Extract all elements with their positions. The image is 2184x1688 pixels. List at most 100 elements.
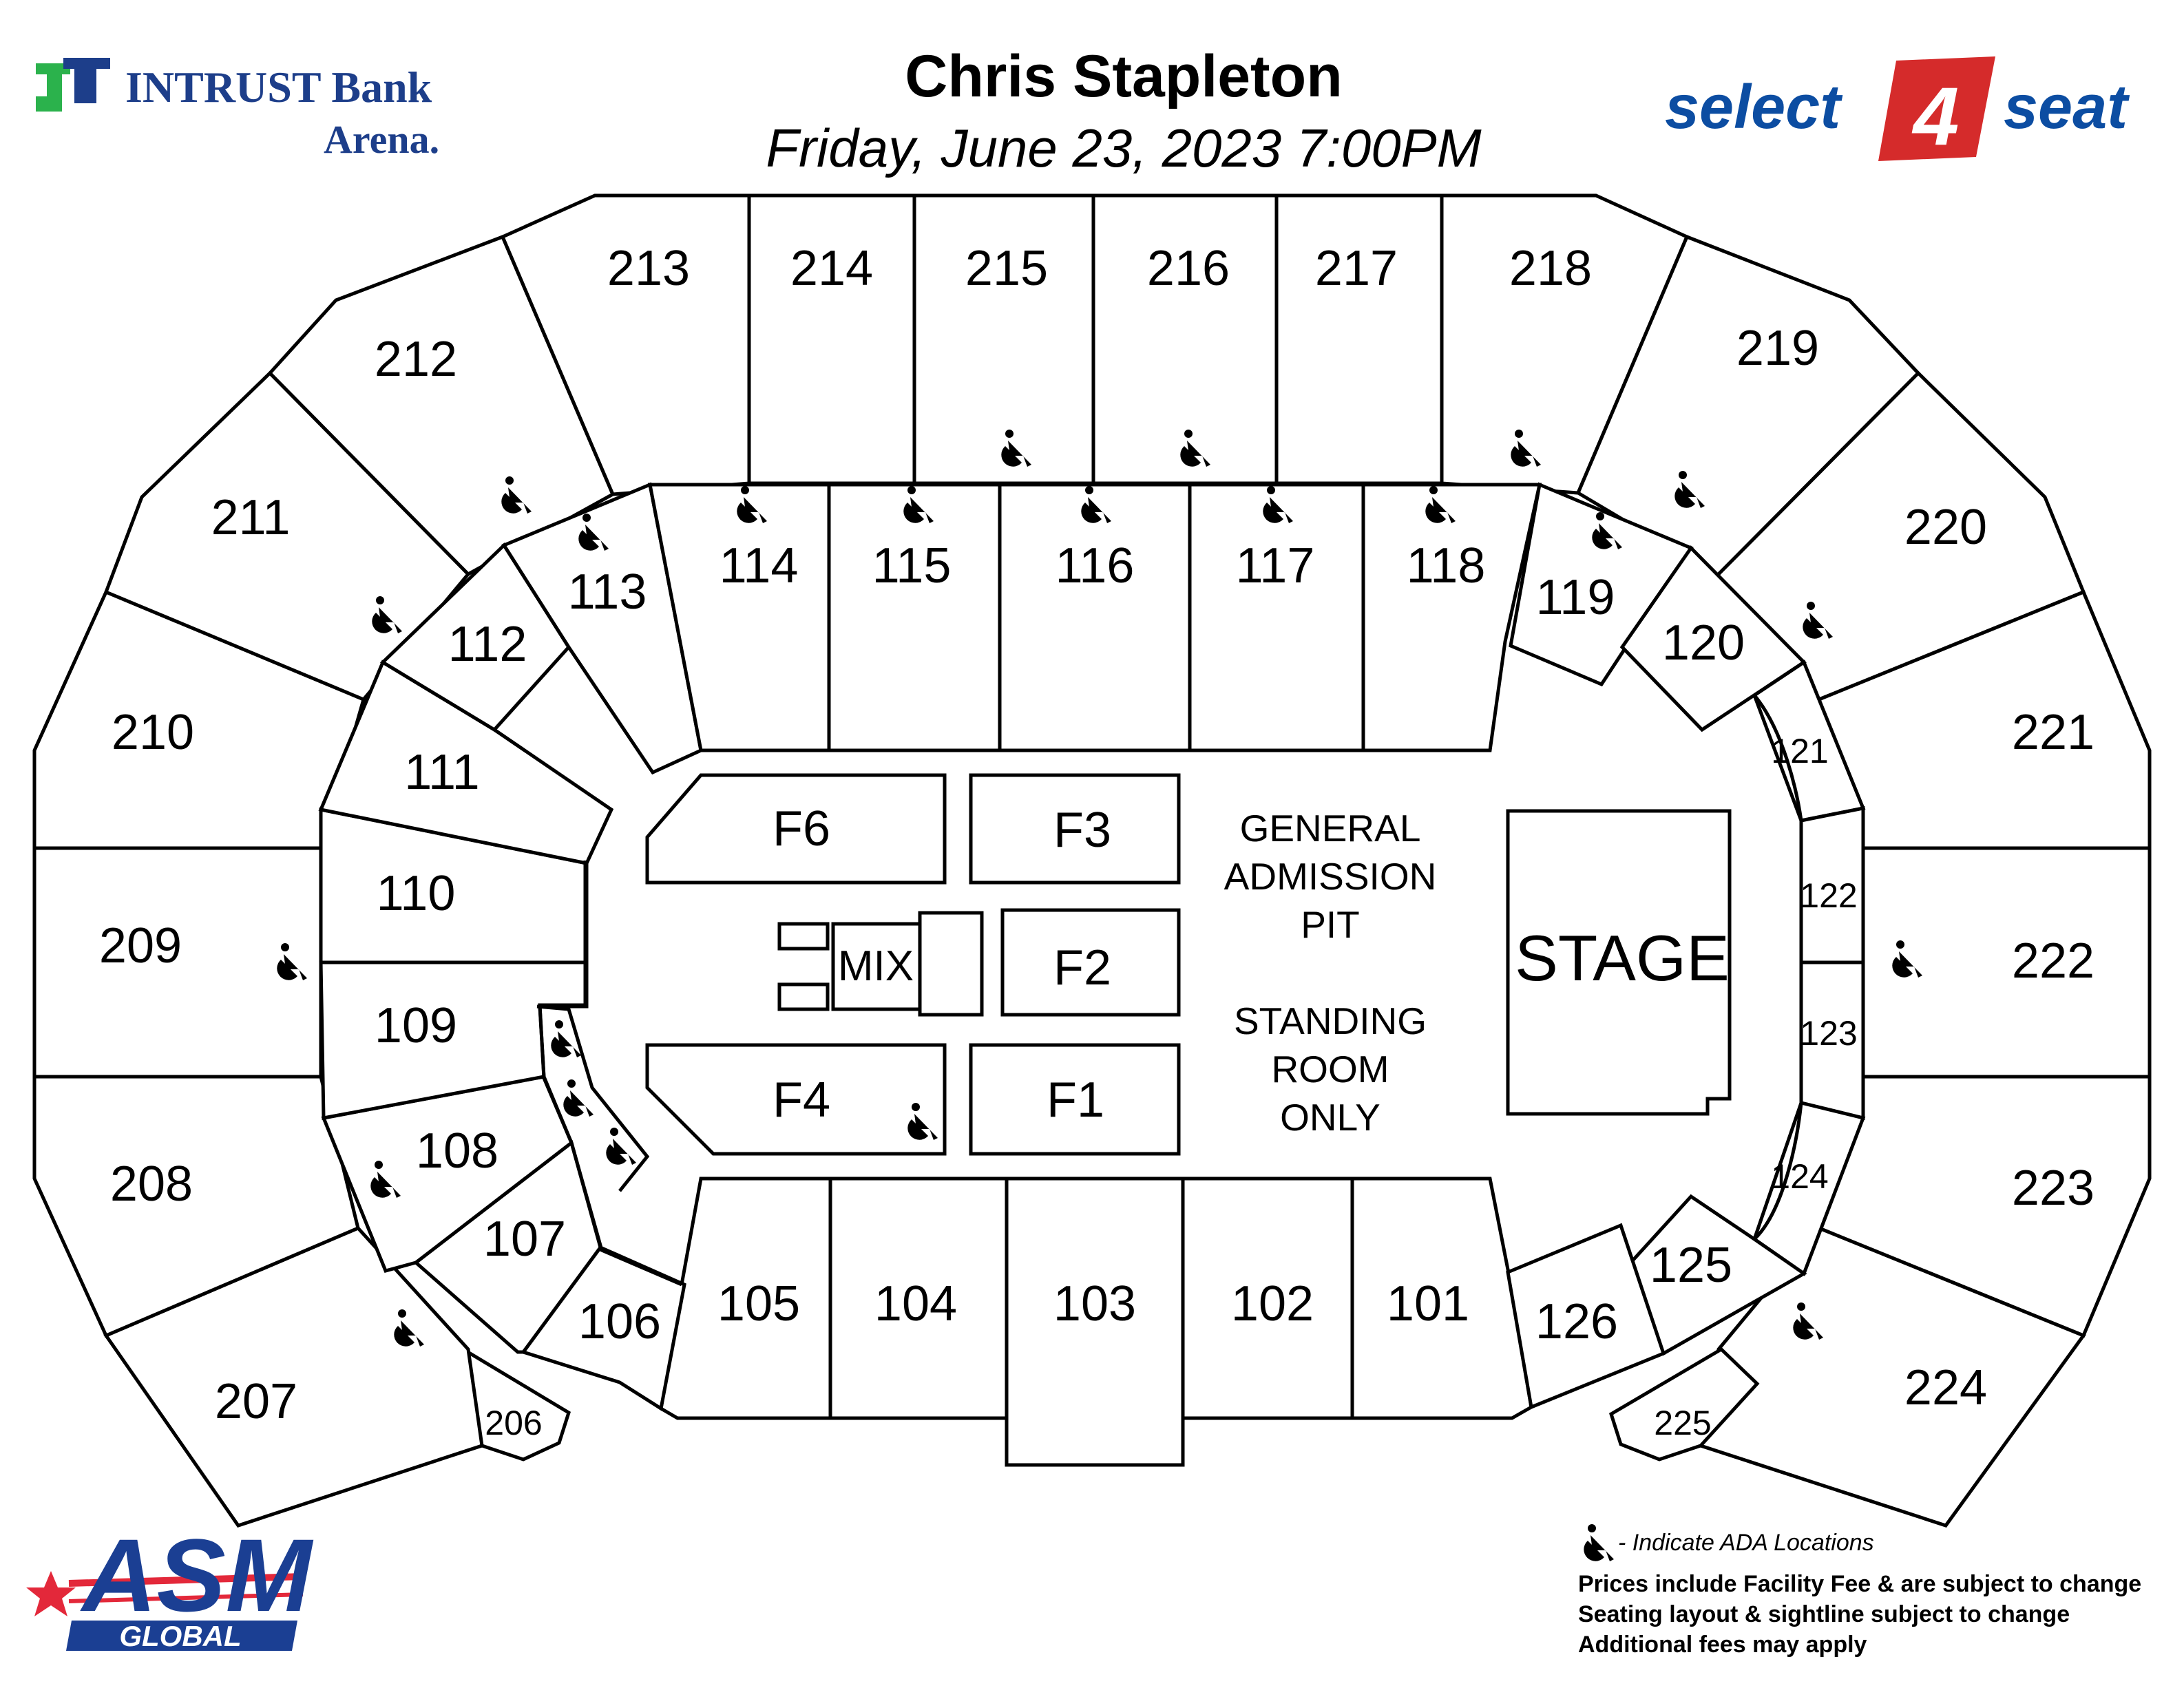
event-title: Chris Stapleton bbox=[905, 43, 1343, 109]
sro-line2: ROOM bbox=[1271, 1048, 1389, 1090]
section-105-label: 105 bbox=[717, 1276, 800, 1331]
section-112-label: 112 bbox=[448, 617, 527, 672]
section-222-label: 222 bbox=[2012, 933, 2094, 989]
section-210-label: 210 bbox=[112, 705, 194, 760]
upper-level bbox=[32, 193, 2152, 1528]
section-F1[interactable] bbox=[969, 1043, 1181, 1156]
section-125-label: 125 bbox=[1650, 1238, 1732, 1293]
operator-logo-top: ASM bbox=[79, 1517, 313, 1633]
section-224[interactable] bbox=[1699, 1225, 2086, 1528]
section-120[interactable] bbox=[1619, 545, 1807, 732]
section-213-label: 213 bbox=[607, 241, 690, 296]
legend: - Indicate ADA Locations Prices include … bbox=[1578, 1524, 2141, 1658]
section-118[interactable] bbox=[1361, 483, 1542, 752]
section-F6[interactable] bbox=[645, 773, 947, 885]
section-120-label: 120 bbox=[1662, 615, 1745, 671]
section-114-label: 114 bbox=[720, 538, 799, 593]
section-122-label: 122 bbox=[1800, 876, 1857, 915]
section-115[interactable] bbox=[827, 483, 1002, 752]
section-223-label: 223 bbox=[2012, 1161, 2094, 1216]
section-102-label: 102 bbox=[1231, 1276, 1314, 1331]
wheelchair-icon bbox=[1584, 1524, 1614, 1561]
section-221-label: 221 bbox=[2012, 705, 2094, 760]
section-214[interactable] bbox=[747, 193, 916, 485]
operator-logo: ASM GLOBAL bbox=[26, 1517, 314, 1652]
ticketing-logo-right: seat bbox=[2004, 73, 2130, 142]
section-108-label: 108 bbox=[416, 1123, 498, 1179]
ga-line1: GENERAL bbox=[1240, 807, 1421, 850]
note-prices: Prices include Facility Fee & are subjec… bbox=[1578, 1571, 2141, 1597]
section-113[interactable] bbox=[501, 482, 703, 775]
section-F2[interactable] bbox=[1000, 908, 1181, 1017]
section-126[interactable] bbox=[1506, 1223, 1666, 1410]
section-217-label: 217 bbox=[1315, 241, 1398, 296]
section-117-label: 117 bbox=[1236, 538, 1315, 593]
floor-outline bbox=[536, 694, 1803, 1287]
section-215-label: 215 bbox=[965, 241, 1048, 296]
section-219-label: 219 bbox=[1736, 321, 1819, 376]
section-214-label: 214 bbox=[790, 241, 873, 296]
ga-line3: PIT bbox=[1301, 903, 1360, 946]
stage bbox=[1506, 809, 1732, 1116]
section-118-label: 118 bbox=[1407, 538, 1486, 593]
wheelchair-icon bbox=[606, 1128, 636, 1165]
section-110-label: 110 bbox=[377, 866, 456, 921]
section-124-label: 124 bbox=[1771, 1157, 1828, 1196]
section-117[interactable] bbox=[1188, 483, 1365, 752]
section-126-label: 126 bbox=[1535, 1294, 1618, 1349]
wheelchair-icon bbox=[563, 1079, 594, 1117]
section-119-label: 119 bbox=[1536, 570, 1615, 625]
section-113-label: 113 bbox=[568, 565, 647, 620]
venue-logo-line1: INTRUST Bank bbox=[125, 63, 432, 112]
section-220-label: 220 bbox=[1904, 500, 1987, 555]
sro-line1: STANDING bbox=[1234, 1000, 1427, 1042]
section-101-label: 101 bbox=[1387, 1276, 1469, 1331]
section-116[interactable] bbox=[998, 483, 1192, 752]
operator-logo-bottom: GLOBAL bbox=[119, 1620, 241, 1652]
section-211-label: 211 bbox=[211, 490, 291, 545]
section-116-label: 116 bbox=[1056, 538, 1135, 593]
floor bbox=[645, 773, 1732, 1156]
ticketing-logo: select 4 seat bbox=[1665, 56, 2130, 162]
mix-position bbox=[777, 911, 984, 1017]
section-209-label: 209 bbox=[99, 918, 182, 973]
ticketing-logo-mid: 4 bbox=[1912, 70, 1960, 162]
section-F3-label: F3 bbox=[1053, 803, 1111, 858]
ga-line2: ADMISSION bbox=[1224, 855, 1437, 898]
section-218-label: 218 bbox=[1509, 241, 1592, 296]
section-F6-label: F6 bbox=[773, 801, 830, 856]
section-F4[interactable] bbox=[645, 1043, 947, 1156]
section-206-label: 206 bbox=[485, 1404, 542, 1442]
stage-label: STAGE bbox=[1515, 922, 1730, 994]
section-225[interactable] bbox=[1609, 1347, 1760, 1462]
section-215[interactable] bbox=[912, 193, 1095, 485]
lower-level bbox=[318, 482, 1866, 1467]
section-216[interactable] bbox=[1091, 193, 1279, 485]
section-F3[interactable] bbox=[969, 773, 1181, 885]
section-104-label: 104 bbox=[874, 1276, 957, 1331]
section-F1-label: F1 bbox=[1047, 1073, 1104, 1128]
section-224-label: 224 bbox=[1904, 1360, 1987, 1415]
section-217[interactable] bbox=[1274, 193, 1444, 485]
section-F2-label: F2 bbox=[1053, 940, 1111, 995]
section-119[interactable] bbox=[1509, 482, 1694, 687]
ada-legend-text: - Indicate ADA Locations bbox=[1618, 1530, 1874, 1556]
event-date: Friday, June 23, 2023 7:00PM bbox=[766, 118, 1481, 178]
venue-logo: INTRUST Bank Arena. bbox=[36, 58, 439, 162]
section-106-label: 106 bbox=[578, 1294, 661, 1349]
section-111-label: 111 bbox=[404, 745, 479, 800]
section-208-label: 208 bbox=[110, 1157, 193, 1212]
section-103-label: 103 bbox=[1053, 1276, 1136, 1331]
note-fees: Additional fees may apply bbox=[1578, 1632, 1867, 1658]
section-labels: 206 207 208 209 210 211 212 213 214 215 … bbox=[99, 241, 2094, 1442]
section-207-label: 207 bbox=[215, 1374, 297, 1429]
section-107-label: 107 bbox=[483, 1212, 566, 1267]
mix-label: MIX bbox=[838, 942, 914, 990]
section-225-label: 225 bbox=[1654, 1404, 1711, 1442]
note-layout: Seating layout & sightline subject to ch… bbox=[1578, 1601, 2070, 1627]
sro-line3: ONLY bbox=[1280, 1096, 1380, 1139]
venue-logo-line2: Arena. bbox=[324, 117, 439, 162]
section-216-label: 216 bbox=[1147, 241, 1230, 296]
ticketing-logo-left: select bbox=[1665, 73, 1843, 142]
